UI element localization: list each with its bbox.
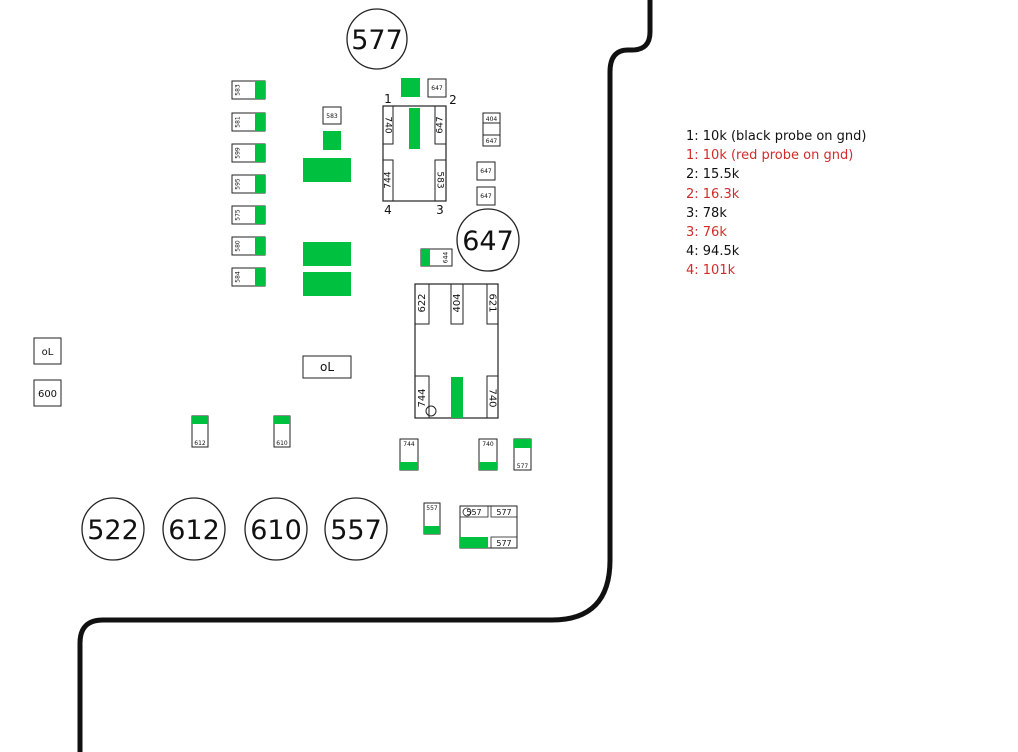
resistor-label: 599 <box>235 147 242 159</box>
resistor-612: 612 <box>191 415 209 448</box>
resistor-label: 595 <box>235 178 242 190</box>
test-point-610: 610 <box>244 497 308 561</box>
resistor-label: 575 <box>235 209 242 221</box>
legend-item: 2: 16.3k <box>686 186 740 202</box>
box-label: oL <box>320 360 334 374</box>
legend-item: 4: 94.5k <box>686 244 740 260</box>
resistor-647-right-b: 647 <box>476 186 496 206</box>
chip-pad-label: 404 <box>452 293 463 312</box>
resistor-label: 404 <box>486 116 498 123</box>
test-point-647-label: 647 <box>462 226 514 257</box>
chip-pad-label: 647 <box>436 116 446 133</box>
box-ol-left: oL <box>33 337 62 365</box>
board-edge <box>77 0 653 752</box>
dual-part-label: 577 <box>496 508 511 517</box>
test-point-522: 522 <box>81 497 145 561</box>
resistor-label: 584 <box>235 271 242 283</box>
resistor-557: 557 <box>423 502 441 535</box>
test-point-612: 612 <box>162 497 226 561</box>
resistor-610: 610 <box>273 415 291 448</box>
pin-label-4: 4 <box>384 203 392 217</box>
test-point-612-label: 612 <box>168 515 220 546</box>
test-point-577: 577 <box>346 8 408 70</box>
box-label: 600 <box>38 389 57 400</box>
legend-item: 3: 76k <box>686 225 727 241</box>
resistor-label: 644 <box>443 252 450 264</box>
box-ol-mid: oL <box>302 355 352 379</box>
resistor-label: 583 <box>326 113 338 120</box>
chip-pad-label: 740 <box>383 116 393 133</box>
resistor-label: 647 <box>480 168 492 175</box>
dual-part-label: 557 <box>466 508 481 517</box>
legend-item: 4: 101k <box>686 263 736 279</box>
test-point-577-label: 577 <box>351 25 403 56</box>
resistor-404-right: 404 647 <box>482 112 501 147</box>
resistor-label: 744 <box>403 441 415 448</box>
resistor-583: 583 <box>231 80 266 100</box>
test-point-610-label: 610 <box>250 515 302 546</box>
resistor-577-right: 577 <box>513 438 532 471</box>
resistor-label: 581 <box>235 116 242 128</box>
resistor-label: 647 <box>431 85 443 92</box>
resistor-644: 644 <box>420 248 453 267</box>
resistor-label: 610 <box>276 440 288 447</box>
legend-item: 1: 10k (black probe on gnd) <box>686 129 867 144</box>
pin-label-1: 1 <box>384 92 392 106</box>
measurement-legend: 1: 10k (black probe on gnd) 1: 10k (red … <box>686 127 866 281</box>
box-600: 600 <box>33 379 62 407</box>
chip-pad-label: 622 <box>417 293 428 312</box>
resistor-label: 583 <box>235 84 242 96</box>
resistor-label: 612 <box>194 440 206 447</box>
chip-top: 740 647 744 583 1 2 3 4 <box>382 92 457 217</box>
pad-large-1 <box>303 158 351 182</box>
resistor-599: 599 <box>231 143 266 163</box>
pad-large-3 <box>303 272 351 296</box>
legend-item: 3: 78k <box>686 205 727 221</box>
resistor-label: 557 <box>426 505 438 512</box>
test-point-647: 647 <box>456 208 520 272</box>
resistor-label: 740 <box>482 441 494 448</box>
chip-pad-label: 621 <box>487 293 498 312</box>
resistor-label: 647 <box>486 138 498 145</box>
dual-part-label: 577 <box>496 539 511 548</box>
chip-pad-label: 740 <box>487 388 498 407</box>
test-point-557: 557 <box>324 497 388 561</box>
chip-pad-label: 744 <box>384 171 394 188</box>
resistor-740: 740 <box>478 438 498 471</box>
pad-small-mid <box>323 131 341 150</box>
resistor-label: 647 <box>480 193 492 200</box>
pin-label-2: 2 <box>449 93 457 107</box>
legend-item: 1: 10k (red probe on gnd) <box>686 148 854 164</box>
pad-large-2 <box>303 242 351 266</box>
resistor-595: 595 <box>231 174 266 194</box>
resistor-580: 580 <box>231 236 266 256</box>
resistor-584: 584 <box>231 267 266 287</box>
resistor-label: 577 <box>517 463 529 470</box>
box-label: oL <box>42 347 54 358</box>
resistor-581: 581 <box>231 112 266 132</box>
resistor-label: 580 <box>235 240 242 252</box>
chip-pad-label: 583 <box>435 171 445 188</box>
resistor-583-mid: 583 <box>322 106 342 125</box>
left-resistor-column: 583 581 599 595 575 580 <box>231 80 266 287</box>
test-point-557-label: 557 <box>330 515 382 546</box>
pad-top-chip <box>401 78 420 97</box>
chip-pad-label: 744 <box>417 388 428 407</box>
resistor-647-right-a: 647 <box>476 161 496 181</box>
resistor-647-top: 647 <box>427 78 447 98</box>
resistor-575: 575 <box>231 205 266 225</box>
legend-item: 2: 15.5k <box>686 167 740 183</box>
pin-label-3: 3 <box>436 203 444 217</box>
test-point-522-label: 522 <box>87 515 139 546</box>
dual-part: 557 577 577 <box>459 505 518 549</box>
resistor-744: 744 <box>399 438 419 471</box>
chip-bottom: 622 404 621 744 740 <box>414 283 499 419</box>
